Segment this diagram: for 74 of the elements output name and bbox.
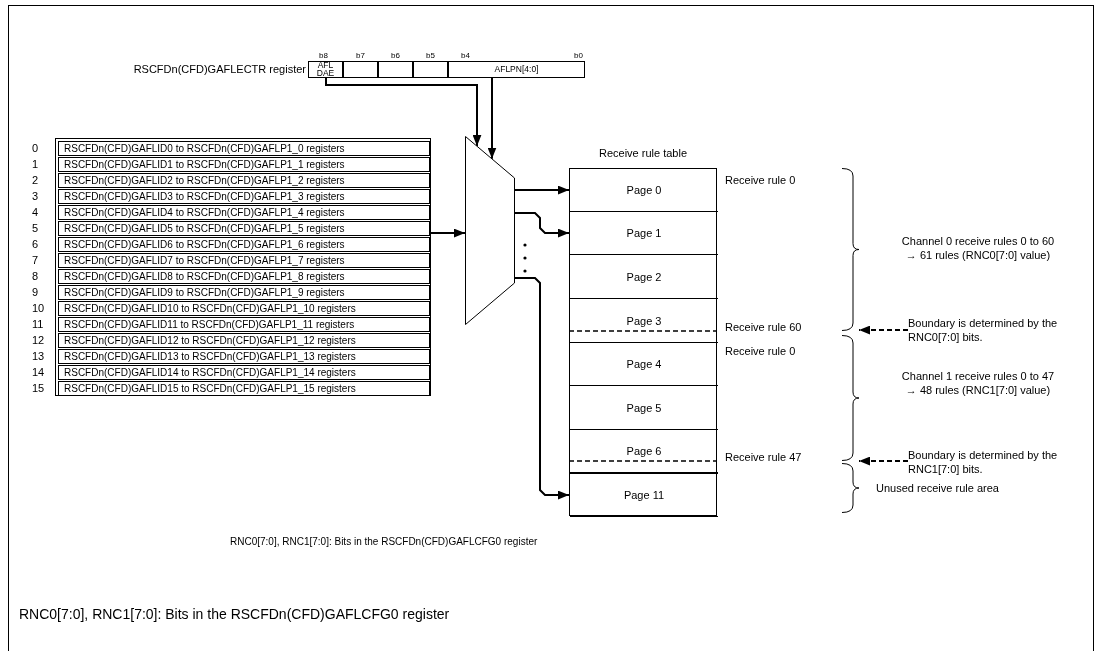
row-index: 3 bbox=[32, 189, 39, 202]
register-range-text: RSCFDn(CFD)GAFLID12 to RSCFDn(CFD)GAFLP1_12 registers bbox=[64, 335, 356, 347]
register-range-text: RSCFDn(CFD)GAFLID15 to RSCFDn(CFD)GAFLP1_15 registers bbox=[64, 383, 356, 395]
rule-number-label: Receive rule 0 bbox=[725, 345, 796, 357]
bit-number: b8 bbox=[319, 51, 328, 60]
multiplexer-symbol bbox=[465, 136, 515, 325]
arrow bbox=[514, 277, 570, 500]
bit-number: b0 bbox=[574, 51, 583, 60]
row-index: 12 bbox=[32, 334, 45, 347]
page-label: Page 1 bbox=[626, 227, 662, 239]
row-index: 13 bbox=[32, 350, 45, 363]
rule-number-label: Receive rule 47 bbox=[725, 451, 802, 463]
page-label: Page 2 bbox=[626, 270, 662, 283]
page-label: Page 11 bbox=[623, 489, 665, 501]
register-range-text: RSCFDn(CFD)GAFLID8 to RSCFDn(CFD)GAFLP1_8 registers bbox=[64, 270, 345, 282]
register-range-text: RSCFDn(CFD)GAFLID0 to RSCFDn(CFD)GAFLP1_0 registers bbox=[64, 142, 345, 154]
page-label: Page 0 bbox=[626, 184, 662, 196]
bit-number: b4 bbox=[461, 51, 470, 60]
curly-brace bbox=[841, 463, 859, 513]
row-index: 8 bbox=[32, 269, 39, 282]
arrow bbox=[858, 456, 909, 466]
range-description: Channel 0 receive rules 0 to 60 → 61 rules (RNC0[7:0] value) bbox=[900, 234, 1056, 262]
row-index: 10 bbox=[32, 302, 45, 314]
row-index: 5 bbox=[32, 221, 39, 234]
arrow bbox=[514, 185, 570, 195]
curly-brace bbox=[841, 168, 859, 331]
bit-field-name: AFL DAE bbox=[315, 62, 336, 77]
arrow bbox=[430, 228, 466, 238]
arrow bbox=[858, 325, 909, 335]
arrow bbox=[487, 77, 497, 160]
row-index: 1 bbox=[32, 157, 39, 170]
row-index: 2 bbox=[32, 173, 39, 186]
register-range-text: RSCFDn(CFD)GAFLID4 to RSCFDn(CFD)GAFLP1_4 registers bbox=[64, 206, 345, 218]
curly-brace bbox=[841, 335, 859, 461]
register-range-text: RSCFDn(CFD)GAFLID1 to RSCFDn(CFD)GAFLP1_1 registers bbox=[64, 158, 345, 170]
row-index: 6 bbox=[32, 237, 39, 250]
range-description: Channel 1 receive rules 0 to 47 → 48 rules (RNC1[7:0] value) bbox=[900, 369, 1056, 397]
row-index: 0 bbox=[32, 141, 39, 154]
register-range-text: RSCFDn(CFD)GAFLID13 to RSCFDn(CFD)GAFLP1_13 registers bbox=[64, 351, 356, 363]
table-page bbox=[570, 473, 718, 517]
page-label: Page 5 bbox=[626, 401, 662, 414]
bit-field-name: AFLPN[4:0] bbox=[494, 65, 539, 74]
register-range-text: RSCFDn(CFD)GAFLID10 to RSCFDn(CFD)GAFLP1_10 registers bbox=[64, 303, 356, 314]
register-range-text: RSCFDn(CFD)GAFLID14 to RSCFDn(CFD)GAFLP1_14 registers bbox=[64, 367, 356, 379]
page-label: Page 6 bbox=[626, 445, 662, 457]
rule-number-label: Receive rule 60 bbox=[725, 321, 802, 333]
bit-number: b7 bbox=[356, 51, 365, 60]
register-range-text: RSCFDn(CFD)GAFLID6 to RSCFDn(CFD)GAFLP1_6 registers bbox=[64, 238, 345, 250]
register-range-text: RSCFDn(CFD)GAFLID9 to RSCFDn(CFD)GAFLP1_9 registers bbox=[64, 286, 345, 298]
row-index: 9 bbox=[32, 285, 39, 298]
row-index: 11 bbox=[32, 318, 44, 331]
register-name: RSCFDn(CFD)GAFLECTR register bbox=[132, 62, 306, 76]
row-index: 4 bbox=[32, 205, 39, 218]
register-range-text: RSCFDn(CFD)GAFLID11 to RSCFDn(CFD)GAFLP1_11 registers bbox=[64, 319, 355, 331]
register-range-text: RSCFDn(CFD)GAFLID7 to RSCFDn(CFD)GAFLP1_7 registers bbox=[64, 254, 345, 266]
row-index: 15 bbox=[32, 382, 45, 395]
boundary-note: Boundary is determined by the RNC0[7:0] bits. bbox=[908, 316, 1059, 344]
row-index: 7 bbox=[32, 253, 39, 266]
arrow bbox=[514, 212, 570, 238]
page-label: Page 4 bbox=[626, 358, 662, 370]
register-range-text: RSCFDn(CFD)GAFLID2 to RSCFDn(CFD)GAFLP1_2 registers bbox=[64, 174, 345, 186]
bit-number: b5 bbox=[426, 51, 435, 60]
table-heading: Receive rule table bbox=[597, 147, 689, 159]
register-range-text: RSCFDn(CFD)GAFLID5 to RSCFDn(CFD)GAFLP1_5 registers bbox=[64, 222, 345, 234]
footnote-text: RNC0[7:0], RNC1[7:0]: Bits in the RSCFDn(CFD)GAFLCFG0 register bbox=[19, 607, 451, 621]
boundary-note: Boundary is determined by the RNC1[7:0] bits. bbox=[908, 448, 1059, 476]
register-range-text: RSCFDn(CFD)GAFLID3 to RSCFDn(CFD)GAFLP1_3 registers bbox=[64, 190, 345, 202]
bit-number: b6 bbox=[391, 51, 400, 60]
footnote-text: RNC0[7:0], RNC1[7:0]: Bits in the RSCFDn(CFD)GAFLCFG0 register bbox=[230, 535, 539, 549]
rule-number-label: Receive rule 0 bbox=[725, 174, 796, 186]
arrow bbox=[325, 77, 482, 148]
page-label: Page 3 bbox=[626, 314, 662, 327]
row-index: 14 bbox=[32, 366, 45, 379]
range-description: Unused receive rule area bbox=[876, 481, 1000, 495]
